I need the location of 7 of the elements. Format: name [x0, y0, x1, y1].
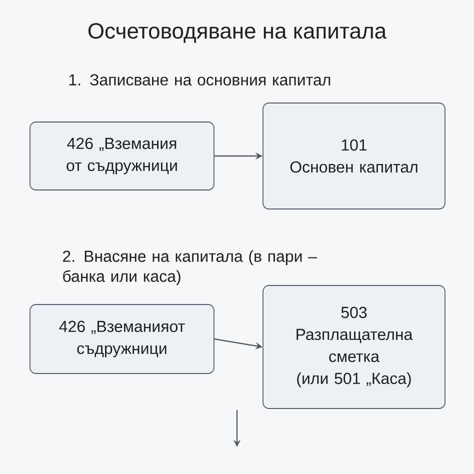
- title: Осчетоводяване на капитала: [88, 23, 387, 43]
- account-box: 426 „Вземанияот съдружници: [30, 304, 214, 374]
- section-heading: 2. Внасяне на капитала (в пари – банка или каса): [63, 250, 317, 286]
- account-box: 101 Основен капитал: [262, 102, 446, 210]
- account-box: 426 „Вземания от съдружници: [30, 122, 214, 190]
- section-heading: 1. Записване на основния капитал: [69, 74, 330, 86]
- account-box: 503 Разплащателна сметка (или 501 „Каса): [262, 285, 446, 409]
